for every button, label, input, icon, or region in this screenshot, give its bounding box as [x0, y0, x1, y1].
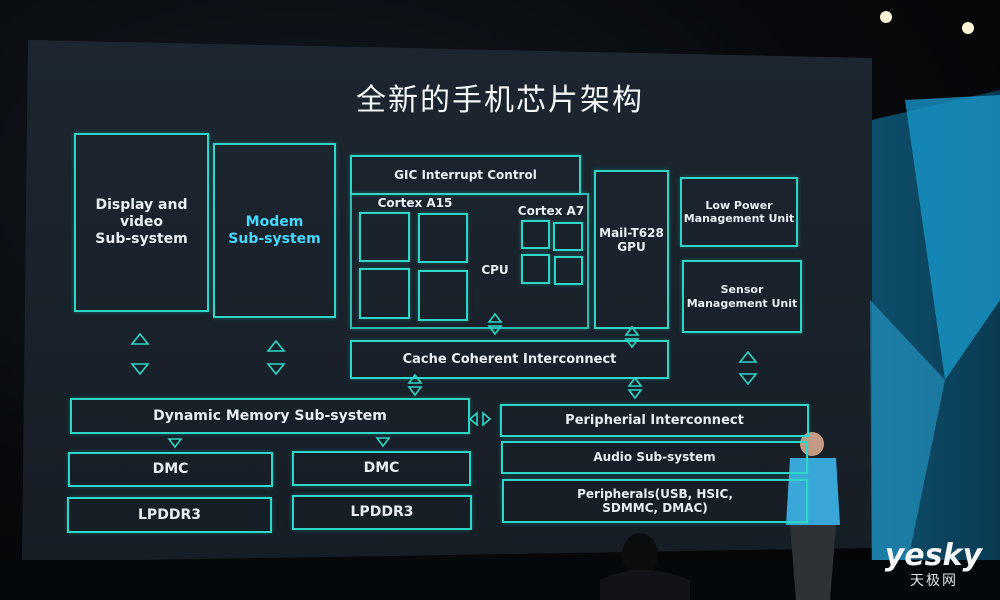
display-subsystem-box: [74, 133, 209, 312]
a15-core-4: [418, 270, 468, 321]
cortex-a7-label: Cortex A7: [517, 203, 585, 218]
low-power-unit-label: Low Power Management Unit: [683, 198, 795, 225]
a7-core-3: [521, 254, 550, 284]
gpu-label: Mail-T628 GPU: [599, 225, 664, 254]
a7-core-2: [553, 222, 583, 251]
sensor-unit-label: Sensor Management Unit: [686, 283, 798, 310]
dmc-label-1: DMC: [152, 461, 189, 478]
dmc-box-1: [68, 452, 273, 487]
cache-interconnect-label: Cache Coherent Interconnect: [402, 351, 617, 367]
stage-floor: [0, 560, 1000, 600]
dmc-box-2: [292, 451, 471, 486]
ceiling-light: [962, 22, 974, 34]
connector-arrows: [130, 312, 758, 449]
audio-subsystem-box: [501, 441, 808, 474]
blue-stage-light-lower: [870, 300, 945, 600]
a15-core-1: [359, 212, 410, 262]
gic-label: GIC Interrupt Control: [394, 167, 537, 182]
slide-title: 全新的手机芯片架构: [356, 83, 644, 118]
peripherals-label: Peripherals(USB, HSIC, SDMMC, DMAC): [577, 486, 733, 515]
yesky-logo: yesky: [884, 538, 982, 573]
a7-core-1: [521, 220, 550, 249]
peripherals-box: [502, 479, 808, 523]
yesky-logo-sub: 天极网: [910, 573, 958, 589]
low-power-unit-box: [680, 177, 798, 247]
lpddr-label-2: LPDDR3: [350, 504, 414, 521]
blue-stage-light: [905, 95, 1000, 380]
gpu-box: [594, 170, 669, 329]
a15-core-2: [418, 213, 468, 263]
modem-subsystem-label: Modem Sub-system: [228, 213, 321, 247]
cpu-label: CPU: [481, 262, 509, 277]
peripheral-interconnect-label: Peripherial Interconnect: [565, 412, 744, 428]
audience-member: [600, 533, 690, 600]
audio-subsystem-label: Audio Sub-system: [593, 450, 716, 465]
ceiling-light: [880, 11, 892, 23]
cache-interconnect-box: [350, 340, 669, 379]
dynamic-memory-label: Dynamic Memory Sub-system: [153, 407, 387, 424]
dmc-label-2: DMC: [363, 460, 400, 477]
lpddr-box-1: [67, 497, 272, 533]
dynamic-memory-box: [70, 398, 470, 434]
display-subsystem-label: Display and video Sub-system: [95, 197, 188, 247]
cortex-a15-label: Cortex A15: [377, 195, 453, 210]
modem-subsystem-box: [213, 143, 336, 318]
a15-core-3: [359, 268, 410, 319]
cpu-cluster-box: [350, 193, 589, 329]
a7-core-4: [554, 256, 583, 285]
peripheral-interconnect-box: [500, 404, 809, 437]
sensor-unit-box: [682, 260, 802, 333]
lpddr-box-2: [292, 495, 472, 530]
lpddr-label-1: LPDDR3: [138, 506, 201, 523]
